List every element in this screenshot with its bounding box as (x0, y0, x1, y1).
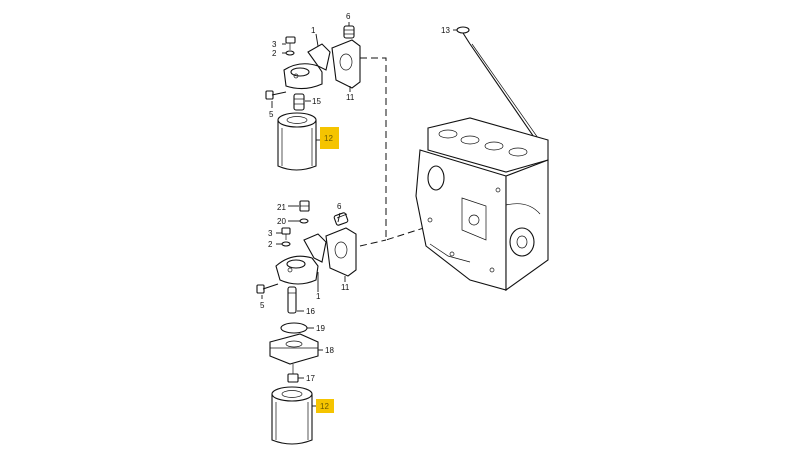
gasket-11-lower (325, 227, 357, 277)
tube-16 (287, 286, 297, 314)
callout-2-lower: 2 (268, 240, 273, 249)
filter-bracket-upper (283, 43, 331, 90)
washer-2-upper (285, 50, 295, 56)
lower-filter-assembly: 21 20 3 2 6 1 11 5 16 19 18 17 12 (256, 200, 357, 445)
o-ring-19 (280, 322, 308, 334)
upper-filter-assembly: 3 2 1 6 11 5 15 12 (265, 12, 361, 171)
dipstick-13: 13 (441, 26, 539, 141)
bolt-3-lower (281, 227, 291, 240)
callout-19: 19 (316, 324, 325, 333)
callout-16: 16 (306, 307, 315, 316)
callout-15: 15 (312, 97, 321, 106)
callout-11-lower: 11 (341, 283, 350, 292)
oil-filter-upper (277, 112, 317, 171)
callout-5-upper: 5 (269, 110, 274, 119)
bolt-5-upper (265, 90, 287, 100)
washer-2-lower (281, 241, 291, 247)
nut-17 (287, 364, 299, 383)
oil-cooler-18 (269, 333, 319, 365)
oil-filter-lower (271, 386, 313, 445)
dashed-reference-lines (359, 57, 431, 247)
callout-11-upper: 11 (346, 93, 355, 102)
relief-valve-15 (293, 93, 305, 111)
callout-3-lower: 3 (268, 229, 273, 238)
callout-6-upper: 6 (346, 12, 351, 21)
callout-12-upper: 12 (324, 134, 333, 143)
filter-bracket-lower (275, 233, 327, 285)
bolt-3-upper (285, 36, 296, 50)
callout-6-lower: 6 (337, 202, 342, 211)
gasket-11-upper (331, 39, 361, 89)
engine-block (415, 117, 549, 292)
callout-1-upper: 1 (311, 26, 316, 35)
highlight-12-lower (316, 399, 334, 413)
callout-2-upper: 2 (272, 49, 277, 58)
seal-20 (299, 218, 309, 224)
sender-6-lower (333, 212, 349, 226)
callout-1-lower: 1 (316, 292, 321, 301)
highlight-12-upper (320, 127, 339, 149)
callout-13: 13 (441, 26, 450, 35)
callout-21: 21 (277, 203, 286, 212)
callout-18: 18 (325, 346, 334, 355)
sender-6-upper (343, 25, 355, 39)
callout-3-upper: 3 (272, 40, 277, 49)
fitting-21 (299, 200, 310, 212)
callout-17: 17 (306, 374, 315, 383)
callout-5-lower: 5 (260, 301, 265, 310)
bolt-5-lower (256, 283, 279, 294)
callout-12-lower: 12 (320, 402, 329, 411)
callout-20: 20 (277, 217, 286, 226)
